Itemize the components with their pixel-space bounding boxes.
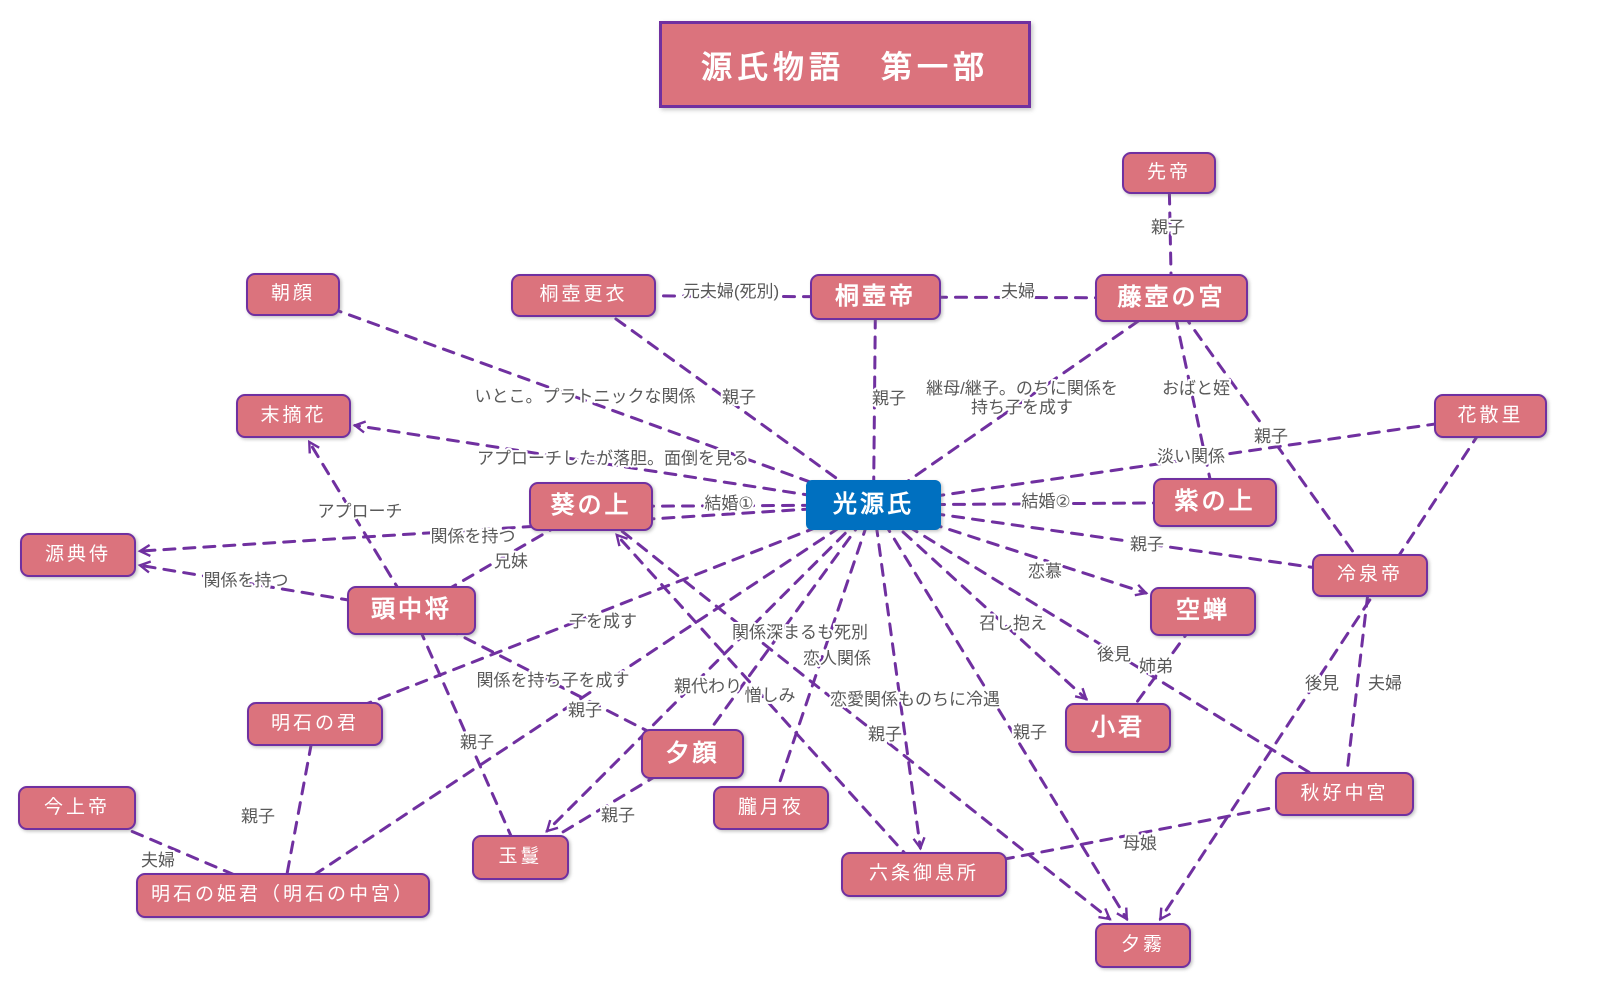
edge-genji-kogimi[interactable] (872, 503, 1089, 701)
edge-label-chujo-aoi: 兄妹 (494, 552, 528, 571)
edge-genji-yugao[interactable] (691, 503, 875, 756)
edge-label-chujo-tamakazura: 親子 (460, 733, 494, 752)
edge-label-genji-reizei: 親子 (1130, 535, 1164, 554)
edge-genji-akashi_hime[interactable] (281, 503, 875, 897)
node-hanachirusato[interactable]: 花散里 (1434, 394, 1547, 438)
node-yugao[interactable]: 夕顔 (641, 729, 744, 779)
edge-kiritsubo_tei-genji[interactable] (872, 295, 877, 507)
edge-chujo-tamakazura[interactable] (410, 609, 522, 859)
node-utsusemi[interactable]: 空蝉 (1150, 587, 1256, 636)
edge-label-genji-murasaki: 結婚② (1021, 492, 1070, 511)
edge-genji-rokujo[interactable] (872, 503, 926, 851)
edge-label-genji-aoi: 結婚① (704, 494, 753, 513)
edge-label-genji-kogimi: 召し抱え (979, 614, 1047, 633)
edge-label-genji-tamakazura: 親代わり (674, 677, 742, 696)
edge-label-genji-oborozukiyo: 恋人関係 (803, 649, 871, 668)
edge-rokujo-aoi[interactable] (615, 533, 926, 876)
node-kiritsubo_koi[interactable]: 桐壺更衣 (511, 274, 656, 317)
edge-hanachirusato-yugiri[interactable] (1158, 414, 1492, 922)
edge-fujitsubo-genji[interactable] (872, 296, 1173, 507)
diagram-title-text: 源氏物語 第一部 (701, 50, 989, 85)
edge-chujo-aoi[interactable] (410, 505, 593, 612)
node-kiritsubo_tei[interactable]: 桐壺帝 (810, 274, 941, 320)
edge-label-yugao-tamakazura: 親子 (601, 806, 635, 825)
edge-reizei-akikonomu[interactable] (1343, 574, 1372, 796)
edge-label-hanachirusato-yugiri: 後見 (1305, 674, 1339, 693)
edge-label-aoi-yugiri: 親子 (868, 725, 902, 744)
node-akashi_hime[interactable]: 明石の姫君（明石の中宮） (136, 873, 430, 918)
edge-label-genji-suetsumuhana: アプローチしたが落胆。面倒を見る (477, 449, 749, 468)
edge-label-rokujo-akikonomu: 母娘 (1123, 834, 1157, 853)
edge-fujitsubo-murasaki[interactable] (1170, 296, 1217, 504)
edge-genji-akashi[interactable] (313, 503, 875, 726)
edge-label-genji-yugao: 関係深まるも死別 (732, 623, 868, 642)
node-chujo[interactable]: 頭中将 (347, 586, 476, 635)
edge-genji-yugiri[interactable] (872, 503, 1129, 922)
edge-label-kiritsubo_koi-genji: 親子 (722, 388, 756, 407)
node-kogimi[interactable]: 小君 (1065, 703, 1171, 753)
edge-label-genji-rokujo: 恋愛関係ものちに冷遇 (830, 690, 1000, 709)
edge-label-fujitsubo-murasaki: おばと姪 (1162, 379, 1230, 398)
edge-genji-reizei[interactable] (872, 503, 1372, 577)
edge-label-utsusemi-kogimi: 姉弟 (1139, 657, 1173, 676)
node-kinjo[interactable]: 今上帝 (18, 786, 136, 830)
edge-label-kiritsubo_tei-fujitsubo: 夫婦 (1001, 282, 1035, 301)
edge-label-genji-utsusemi: 恋慕 (1028, 562, 1062, 581)
edge-label-genji-gennaishi: 関係を持つ (431, 527, 516, 546)
edge-label-akashi-akashi_hime: 親子 (241, 807, 275, 826)
edge-genji-oborozukiyo[interactable] (769, 503, 875, 810)
node-murasaki[interactable]: 紫の上 (1153, 478, 1277, 527)
edge-label-fujitsubo-reizei: 親子 (1254, 427, 1288, 446)
edge-label-kiritsubo_koi-kiritsubo_tei: 元夫婦(死別) (683, 282, 779, 301)
edge-label-genji-yugiri: 親子 (1013, 723, 1047, 742)
node-gennaishi[interactable]: 源典侍 (20, 533, 136, 577)
edge-asagao-genji[interactable] (291, 293, 875, 507)
node-yugiri[interactable]: 夕霧 (1095, 923, 1191, 968)
node-rokujo[interactable]: 六条御息所 (841, 852, 1007, 897)
edge-label-kinjo-akashi_hime: 夫婦 (141, 851, 175, 870)
edge-label-fujitsubo-genji: 継母/継子。のちに関係を持ち子を成す (926, 379, 1118, 417)
node-oborozukiyo[interactable]: 朧月夜 (713, 786, 829, 830)
node-sentei[interactable]: 先帝 (1122, 152, 1216, 194)
edge-fujitsubo-reizei[interactable] (1170, 296, 1372, 577)
edge-label-rokujo-aoi: 憎しみ (745, 686, 796, 705)
edge-label-chujo-suetsumuhana: アプローチ (318, 502, 403, 521)
edge-genji-gennaishi[interactable] (137, 503, 875, 558)
node-suetsumuhana[interactable]: 末摘花 (236, 394, 351, 438)
edge-chujo-suetsumuhana[interactable] (307, 439, 413, 612)
edge-kiritsubo_koi-genji[interactable] (582, 294, 875, 507)
edge-label-asagao-genji: いとこ。プラトニックな関係 (475, 387, 696, 406)
node-aoi[interactable]: 葵の上 (529, 482, 653, 531)
edge-label-chujo-yugao: 関係を持ち子を成す (477, 671, 630, 690)
edge-aoi-yugiri[interactable] (589, 505, 1112, 921)
edge-label-kiritsubo_tei-genji: 親子 (872, 389, 906, 408)
node-tamakazura[interactable]: 玉鬘 (472, 835, 569, 880)
edge-label-sentei-fujitsubo: 親子 (1151, 218, 1185, 237)
edge-genji-akikonomu[interactable] (872, 503, 1346, 796)
edge-genji-hanachirusato[interactable] (872, 414, 1492, 507)
edge-akashi-akashi_hime[interactable] (281, 722, 317, 897)
edge-genji-suetsumuhana[interactable] (352, 420, 875, 507)
node-genji[interactable]: 光源氏 (806, 480, 941, 530)
edge-label-genji-akashi: 子を成す (569, 612, 637, 631)
edge-label-genji-hanachirusato: 淡い関係 (1157, 447, 1225, 466)
edge-label-reizei-akikonomu: 夫婦 (1368, 674, 1402, 693)
edge-label-genji-akashi_hime: 親子 (568, 701, 602, 720)
node-reizei[interactable]: 冷泉帝 (1312, 554, 1428, 597)
edge-label-chujo-gennaishi: 関係を持つ (204, 571, 289, 590)
node-fujitsubo[interactable]: 藤壺の宮 (1095, 274, 1248, 322)
diagram-title: 源氏物語 第一部 (659, 21, 1031, 108)
edge-genji-tamakazura[interactable] (545, 503, 875, 833)
node-asagao[interactable]: 朝顔 (246, 273, 340, 316)
node-akikonomu[interactable]: 秋好中宮 (1275, 772, 1414, 816)
node-akashi[interactable]: 明石の君 (247, 702, 383, 746)
edge-label-genji-akikonomu: 後見 (1097, 645, 1131, 664)
